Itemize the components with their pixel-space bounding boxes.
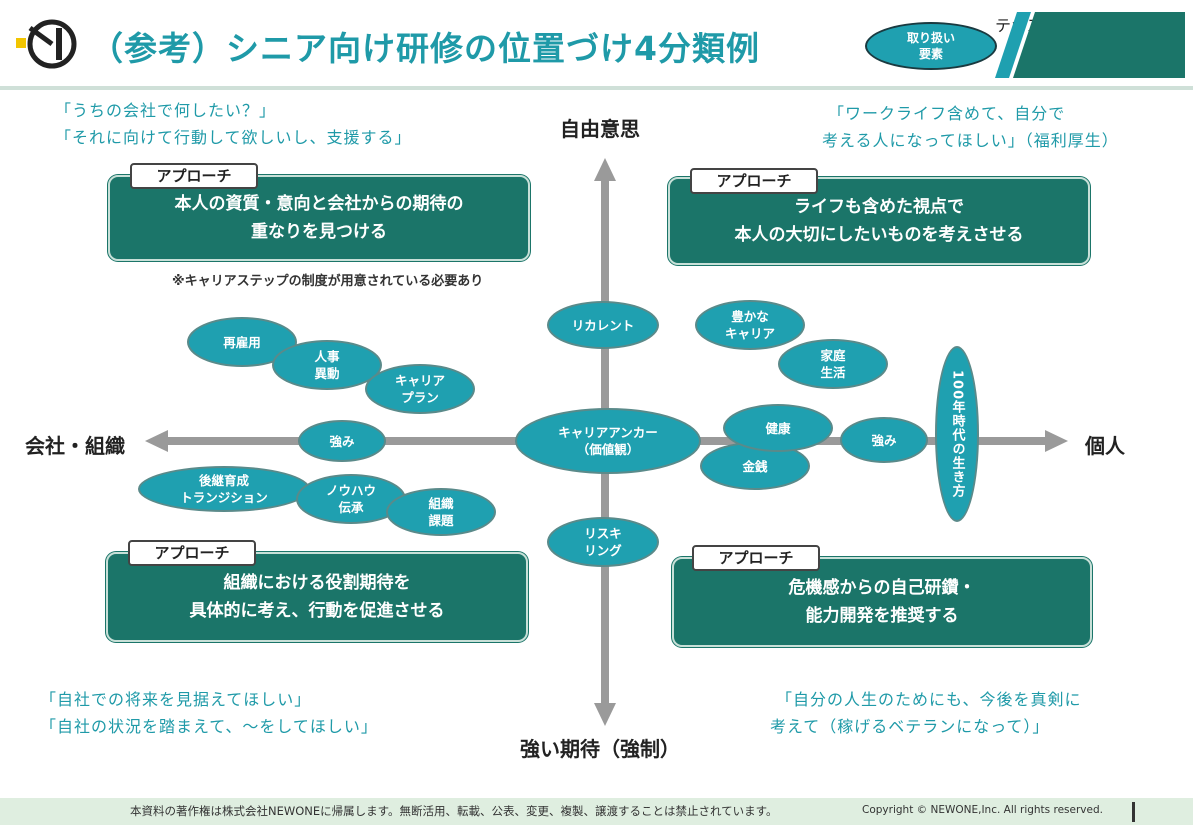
quote-line: 「自社の状況を踏まえて、〜をしてほしい」: [40, 717, 378, 736]
page-title: （参考）シニア向け研修の位置づけ4分類例: [90, 29, 760, 68]
footer-copyright: Copyright © NEWONE,Inc. All rights reser…: [862, 804, 1103, 816]
bubble-strength-right: 強み: [840, 417, 928, 463]
axis-label-bottom: 強い期待（強制）: [520, 737, 680, 761]
bubble-label: プラン: [401, 390, 439, 405]
bubble-label: キャリアアンカー: [558, 425, 658, 440]
bubble-label: 100年時代の生き方: [949, 369, 965, 499]
quote-line: 考える人になってほしい」（福利厚生）: [822, 131, 1119, 150]
bubble-career-plan: キャリア プラン: [365, 364, 475, 414]
bubble-label: （価値観）: [576, 442, 640, 457]
quote-line: 「うちの会社で何したい？」: [55, 101, 277, 120]
bubble-label: 伝承: [338, 500, 364, 515]
bubble-label: リング: [584, 543, 622, 558]
bubble-transfer: 人事 異動: [272, 340, 382, 390]
bubble-label: 生活: [820, 365, 846, 380]
bubble-recurrent: リカレント: [547, 301, 659, 349]
bubble-strength-left: 強み: [298, 420, 386, 462]
bubble-label: 強み: [329, 433, 355, 449]
bubble-label: リスキ: [584, 526, 622, 541]
bubble-label: 金銭: [742, 458, 768, 474]
quote-bottom-left: 「自社での将来を見据えてほしい」 「自社の状況を踏まえて、〜をしてほしい」: [40, 686, 378, 740]
badge-line: 取り扱い: [906, 31, 955, 45]
approach-line: 危機感からの自己研鑽・: [788, 578, 976, 598]
bubble-family: 家庭 生活: [778, 339, 888, 389]
bubble-label: 異動: [314, 366, 340, 381]
bubble-label: 豊かな: [731, 309, 769, 324]
text-label-banner: テキスト: [995, 12, 1185, 78]
axis-label-right: 個人: [1085, 434, 1125, 458]
bubble-label: 組織: [428, 496, 454, 511]
quote-top-left: 「うちの会社で何したい？」 「それに向けて行動して欲しいし、支援する」: [55, 97, 412, 151]
approach-line: 本人の大切にしたいものを考えさせる: [734, 225, 1024, 245]
approach-line: 組織における役割期待を: [223, 573, 411, 593]
quote-line: 「自分の人生のためにも、今後を真剣に: [776, 690, 1082, 709]
handling-element-badge: 取り扱い 要素: [865, 22, 997, 70]
approach-line: 本人の資質・意向と会社からの期待の: [174, 194, 464, 214]
bubble-label: キャリア: [394, 373, 445, 388]
axis-label-left: 会社・組織: [25, 434, 125, 458]
bubble-label: キャリア: [724, 326, 775, 341]
approach-line: ライフも含めた視点で: [794, 197, 964, 217]
bubble-label: トランジション: [180, 490, 268, 505]
approach-tab: アプローチ: [128, 540, 256, 566]
bubble-label: 家庭: [820, 348, 846, 363]
quote-line: 「それに向けて行動して欲しいし、支援する」: [55, 128, 412, 147]
bubble-label: 後継育成: [198, 473, 249, 488]
bubble-org-issue: 組織 課題: [386, 488, 496, 536]
bubble-succession: 後継育成 トランジション: [138, 466, 310, 512]
approach-box-bottom-left: 組織における役割期待を 具体的に考え、行動を促進させる: [106, 552, 528, 642]
header-divider: [0, 86, 1193, 90]
bubble-label: ノウハウ: [325, 483, 376, 498]
bubble-health: 健康: [723, 404, 833, 452]
footer: 本資料の著作権は株式会社NEWONEに帰属します。無断活用、転載、公表、変更、複…: [0, 798, 1193, 825]
bubble-rich-career: 豊かな キャリア: [695, 300, 805, 350]
quote-line: 「自社での将来を見据えてほしい」: [40, 690, 312, 709]
badge-line: 要素: [918, 47, 943, 61]
bubble-label: 課題: [428, 513, 454, 528]
bubble-label: 健康: [765, 420, 791, 436]
bubble-label: リカレント: [571, 317, 635, 333]
approach-line: 能力開発を推奨する: [805, 606, 959, 626]
quote-bottom-right: 「自分の人生のためにも、今後を真剣に 考えて（稼げるベテランになって）」: [770, 686, 1082, 740]
bubble-rehire: 再雇用: [187, 317, 297, 367]
quote-top-right: 「ワークライフ含めて、自分で 考える人になってほしい」（福利厚生）: [822, 100, 1119, 154]
approach-box-bottom-right: 危機感からの自己研鑽・ 能力開発を推奨する: [672, 557, 1092, 647]
approach-tab: アプローチ: [130, 163, 258, 189]
bubble-label: 再雇用: [223, 334, 261, 350]
bubble-reskilling: リスキ リング: [547, 517, 659, 567]
footer-divider: [1132, 802, 1135, 822]
approach-tab: アプローチ: [692, 545, 820, 571]
footer-notice: 本資料の著作権は株式会社NEWONEに帰属します。無断活用、転載、公表、変更、複…: [130, 804, 778, 818]
axis-label-top: 自由意思: [560, 117, 640, 141]
approach-line: 具体的に考え、行動を促進させる: [189, 601, 445, 621]
approach-box-top-left: 本人の資質・意向と会社からの期待の 重なりを見つける: [108, 175, 530, 261]
bubble-label: 人事: [314, 349, 340, 364]
career-step-note: ※キャリアステップの制度が用意されている必要あり: [172, 274, 484, 289]
bubble-career-anchor: キャリアアンカー （価値観）: [515, 408, 701, 474]
bubble-100-year-life: 100年時代の生き方: [935, 346, 979, 522]
newone-logo: [16, 19, 77, 69]
quote-line: 「ワークライフ含めて、自分で: [828, 104, 1066, 123]
approach-line: 重なりを見つける: [251, 222, 387, 242]
bubble-label: 強み: [871, 432, 897, 448]
approach-tab: アプローチ: [690, 168, 818, 194]
quote-line: 考えて（稼げるベテランになって）」: [770, 717, 1050, 736]
